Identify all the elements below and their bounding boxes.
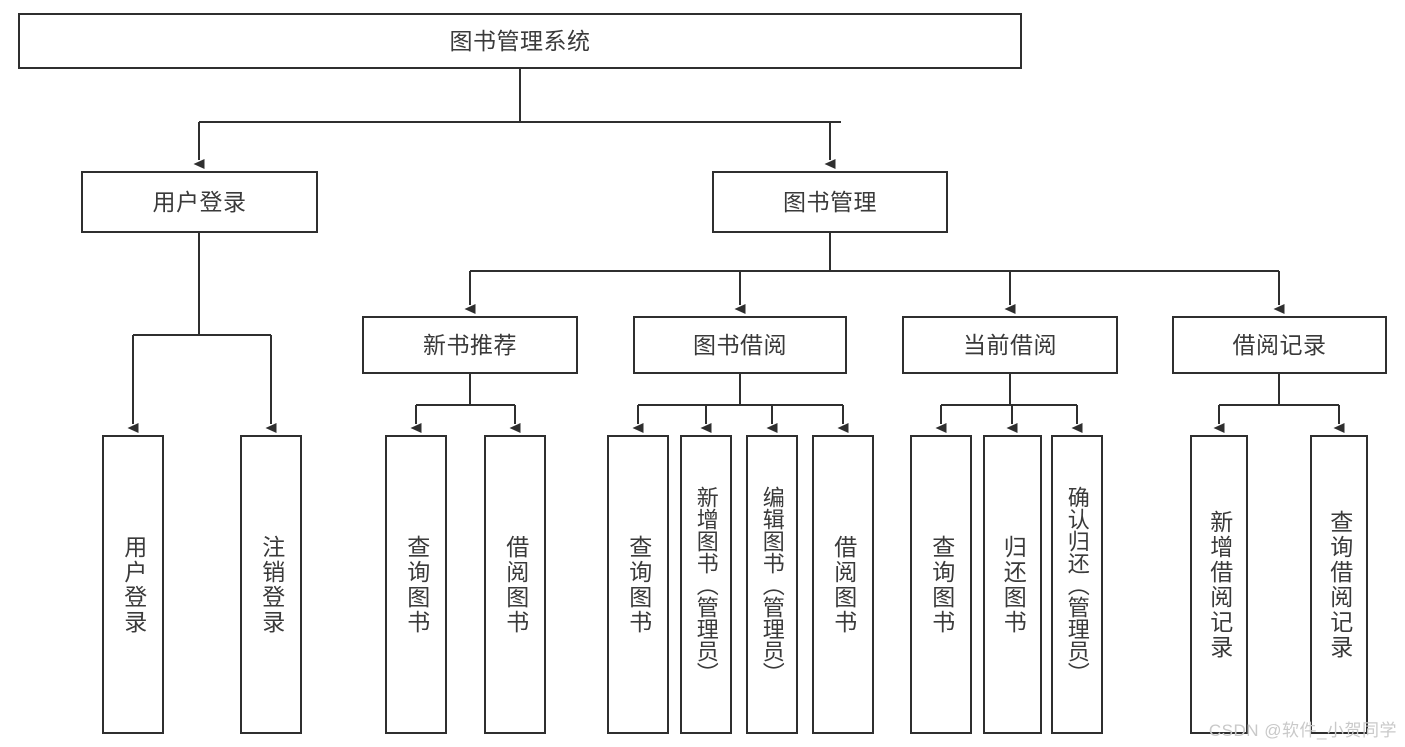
leaf-logout-label: 注销登录 xyxy=(258,534,285,635)
leaf-query-book-3[interactable]: 查询图书 xyxy=(910,435,972,734)
leaf-confirm-return[interactable]: 确认归还（管理员） xyxy=(1051,435,1103,734)
node-book-manage[interactable]: 图书管理 xyxy=(712,171,948,233)
leaf-user-login-label: 用户登录 xyxy=(120,534,147,635)
csdn-watermark: CSDN @软件_小贺同学 xyxy=(1208,721,1397,740)
leaf-query-book-3-label: 查询图书 xyxy=(928,534,955,635)
leaf-query-record[interactable]: 查询借阅记录 xyxy=(1310,435,1368,734)
node-current-borrow[interactable]: 当前借阅 xyxy=(902,316,1118,374)
node-root[interactable]: 图书管理系统 xyxy=(18,13,1022,69)
leaf-query-book-2-label: 查询图书 xyxy=(625,534,652,635)
leaf-borrow-book-2[interactable]: 借阅图书 xyxy=(812,435,874,734)
leaf-logout[interactable]: 注销登录 xyxy=(240,435,302,734)
leaf-borrow-book-2-label: 借阅图书 xyxy=(830,534,857,635)
leaf-query-record-label: 查询借阅记录 xyxy=(1326,509,1353,660)
leaf-return-book[interactable]: 归还图书 xyxy=(983,435,1042,734)
node-book-manage-label: 图书管理 xyxy=(783,188,877,215)
leaf-add-record[interactable]: 新增借阅记录 xyxy=(1190,435,1248,734)
node-borrow-record[interactable]: 借阅记录 xyxy=(1172,316,1387,374)
leaf-borrow-book-1[interactable]: 借阅图书 xyxy=(484,435,546,734)
node-user-login[interactable]: 用户登录 xyxy=(81,171,318,233)
leaf-return-book-label: 归还图书 xyxy=(1000,534,1027,635)
leaf-edit-book-label: 编辑图书（管理员） xyxy=(759,485,785,684)
node-book-borrow-label: 图书借阅 xyxy=(693,331,787,358)
leaf-add-record-label: 新增借阅记录 xyxy=(1206,509,1233,660)
node-current-borrow-label: 当前借阅 xyxy=(963,331,1057,358)
node-root-label: 图书管理系统 xyxy=(449,27,591,54)
leaf-query-book-1[interactable]: 查询图书 xyxy=(385,435,447,734)
node-book-borrow[interactable]: 图书借阅 xyxy=(633,316,847,374)
node-borrow-record-label: 借阅记录 xyxy=(1232,331,1327,358)
leaf-add-book[interactable]: 新增图书（管理员） xyxy=(680,435,732,734)
node-new-book-recommend[interactable]: 新书推荐 xyxy=(362,316,578,374)
leaf-edit-book[interactable]: 编辑图书（管理员） xyxy=(746,435,798,734)
leaf-query-book-1-label: 查询图书 xyxy=(403,534,430,635)
leaf-confirm-return-label: 确认归还（管理员） xyxy=(1064,485,1090,684)
leaf-borrow-book-1-label: 借阅图书 xyxy=(502,534,529,635)
leaf-query-book-2[interactable]: 查询图书 xyxy=(607,435,669,734)
leaf-user-login[interactable]: 用户登录 xyxy=(102,435,164,734)
node-new-book-recommend-label: 新书推荐 xyxy=(423,331,517,358)
node-user-login-label: 用户登录 xyxy=(152,188,247,215)
leaf-add-book-label: 新增图书（管理员） xyxy=(693,485,719,684)
